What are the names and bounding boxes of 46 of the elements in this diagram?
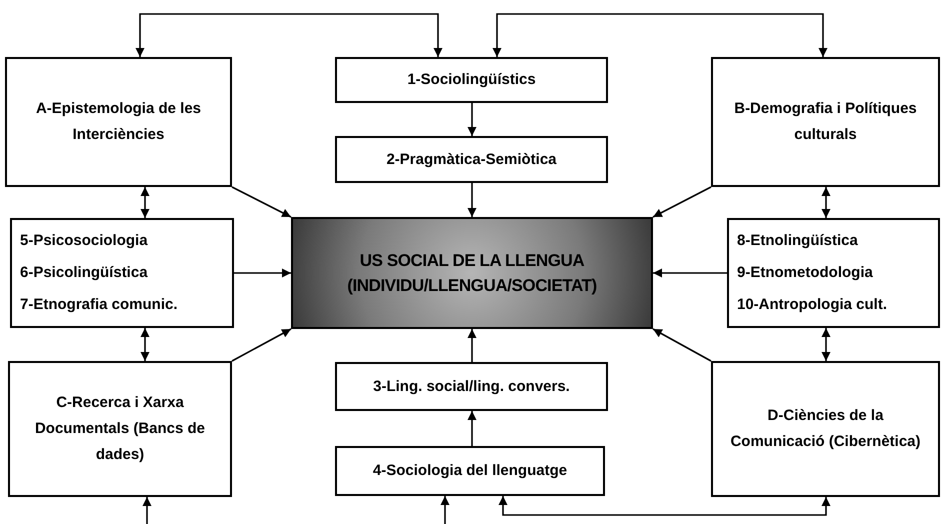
arrow [652, 328, 712, 362]
central-box [291, 217, 653, 329]
arrow [468, 329, 476, 362]
box-label: B-Demografia i Polítiques culturals [733, 99, 918, 145]
arrow [232, 328, 292, 362]
box-label: 6-Psicolingüística [20, 263, 148, 283]
box-label: 10-Antropologia cult. [737, 295, 887, 315]
topic-box [711, 361, 940, 497]
central-title: (INDIVIDU/LLENGUA/SOCIETAT) [347, 275, 597, 296]
arrow [653, 268, 727, 278]
box-label: D-Ciències de la Comunicació (Cibernètica) [729, 406, 922, 452]
box-label: 5-Psicosociologia [20, 231, 148, 251]
arrow [468, 411, 476, 446]
box-label: 7-Etnografia comunic. [20, 295, 178, 315]
arrow [468, 103, 476, 136]
box-label: C-Recerca i Xarxa Documentals (Bancs de dades) [34, 393, 206, 465]
topic-box [335, 446, 605, 496]
arrow [140, 328, 150, 361]
box-label: 1-Sociolingüístics [407, 70, 536, 90]
box-label: A-Epistemologia de les Interciències [34, 99, 202, 145]
arrow [232, 186, 292, 218]
topic-box [711, 57, 940, 187]
arrow [652, 186, 712, 218]
topic-box [335, 362, 608, 411]
topic-box [8, 361, 232, 497]
box-label: 2-Pragmàtica-Semiòtica [386, 150, 557, 170]
box-label: 8-Etnolingüística [737, 231, 858, 251]
topic-box [335, 136, 608, 183]
arrow [822, 187, 830, 218]
arrow [136, 13, 442, 57]
topic-box [5, 57, 232, 187]
arrow [234, 268, 291, 278]
arrow [498, 496, 830, 516]
box-label: 9-Etnometodologia [737, 263, 873, 283]
arrow [468, 183, 476, 217]
topic-box [335, 57, 608, 103]
box-label: 3-Ling. social/ling. convers. [373, 376, 570, 396]
arrow [142, 497, 152, 524]
arrow [440, 496, 450, 524]
topic-box [10, 218, 234, 328]
arrow [492, 13, 828, 57]
arrow [822, 328, 830, 361]
topic-box [727, 218, 940, 328]
central-title: US SOCIAL DE LA LLENGUA [360, 250, 584, 271]
box-label: 4-Sociologia del llenguatge [372, 461, 568, 481]
arrow [140, 187, 150, 218]
